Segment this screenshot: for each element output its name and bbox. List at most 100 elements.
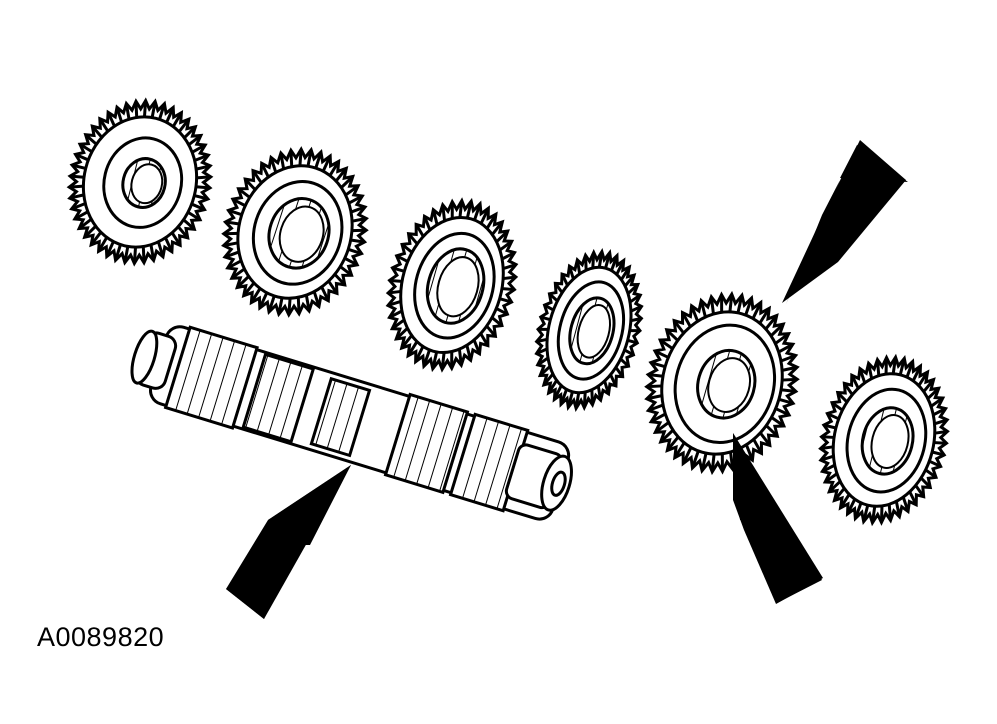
gear-1-tooth-line [123, 246, 130, 263]
gear-2-tooth-line [312, 291, 321, 307]
gear-5-tooth-line [666, 329, 679, 342]
gear-3-tooth-line [401, 243, 413, 254]
gear-2-tooth-line [340, 175, 354, 189]
gear-6-tooth-line [917, 372, 929, 387]
gear-6-tooth-line [850, 375, 860, 389]
gear-5 [644, 290, 800, 476]
gear-1-tooth-line [141, 246, 146, 262]
gear-5-bore-inner [707, 357, 751, 413]
gear-2-tooth-line [289, 151, 294, 167]
gear-5-tooth-line [647, 394, 663, 401]
gear-4-tooth-line [568, 266, 575, 280]
gear-2-tooth-line [320, 286, 330, 301]
gear-5-tooth-line [728, 294, 734, 313]
gear-2-tooth-line [252, 170, 263, 184]
gear-6-tooth-line [911, 366, 922, 382]
shaft-spline-4 [383, 392, 470, 495]
gear-6-tooth-line [898, 358, 906, 376]
arrow-bottom-right [733, 433, 823, 604]
gear-2-tooth-line [277, 297, 284, 314]
gear-4-tooth-line [553, 384, 563, 400]
gear-1-tooth-line [156, 241, 165, 257]
gear-2-tooth-line [347, 247, 362, 255]
gear-4-tooth-line [540, 315, 551, 322]
gear-1-tooth-line [70, 174, 85, 179]
gear-3-tooth-line [450, 202, 454, 219]
gear-2 [221, 146, 369, 318]
gear-1-tooth-line [132, 246, 138, 263]
gear-5-tooth-line [648, 373, 664, 378]
gear-3-tooth-line [432, 210, 439, 226]
gear-2-tooth-line [244, 178, 257, 191]
gear-2-tooth-line [321, 156, 332, 172]
gear-5-tooth-line [780, 354, 796, 363]
gear-5-tooth-line [751, 302, 762, 320]
gear-3-tooth-line [457, 348, 463, 365]
gear-1-tooth-line [195, 164, 210, 171]
gear-3-tooth-line [415, 224, 425, 238]
gear-2-tooth-line [225, 220, 240, 226]
gear-5-tooth-line [774, 332, 789, 345]
gear-4-tooth-line [623, 348, 634, 356]
shaft-spline-3 [309, 376, 372, 458]
gear-6-tooth-line [932, 407, 946, 417]
gear-1-tooth-line [134, 102, 139, 118]
gear-3-tooth-line [391, 318, 405, 330]
gear-5-tooth-line [659, 339, 674, 350]
gear-1-tooth-line [149, 244, 155, 260]
gear-5-tooth-line [782, 377, 797, 382]
gear-2-tooth-line [344, 185, 359, 197]
gear-3-tooth-line [485, 214, 497, 230]
gear-2-tooth-line [351, 228, 366, 233]
gear-4-tooth-line [615, 260, 625, 276]
gear-1-tooth-line [191, 144, 206, 154]
gear-6-tooth-line [846, 498, 857, 514]
gear-4-tooth-line [630, 305, 642, 313]
gear-6-tooth-line [934, 418, 947, 426]
gear-5-tooth-line [710, 453, 716, 472]
gear-6 [818, 353, 950, 527]
gear-4-tooth-line [576, 260, 582, 275]
gear-3-tooth-line [390, 278, 403, 283]
gear-1-tooth-line [115, 107, 124, 123]
gear-4-tooth-line [538, 327, 549, 331]
gear-4-tooth-line [554, 282, 564, 294]
gear-1-tooth-line [71, 202, 86, 211]
gear-2-tooth-line [328, 161, 340, 177]
gear-3-tooth-line [499, 240, 513, 252]
gear-6-tooth-line [924, 468, 937, 479]
gear-2-tooth-line [225, 250, 240, 259]
gear-2-tooth-line [351, 217, 366, 223]
gear-6-tooth-line [821, 454, 834, 462]
gear-5-tooth-line [744, 444, 754, 460]
gear-3-tooth-line [431, 351, 439, 369]
gear-3-tooth-line [389, 309, 403, 319]
gear-4-tooth-line [627, 283, 639, 295]
gear-4-tooth-line [604, 253, 611, 269]
gear-2-tooth-line [327, 280, 338, 294]
gear-5-tooth-line [651, 412, 667, 423]
gear-5-tooth-line [720, 453, 724, 471]
gear-3-tooth-line [388, 289, 402, 295]
gear-1-tooth-line [191, 202, 205, 211]
gear-2-tooth-line [287, 298, 292, 315]
gear-3-tooth-line [401, 334, 413, 349]
gear-6-tooth-line [867, 363, 874, 379]
gear-6-tooth-line [833, 487, 846, 501]
gear-5-tooth-line [691, 450, 700, 468]
gear-5-tooth-line [700, 301, 707, 318]
gear-5-tooth-line [758, 308, 770, 325]
gear-5-tooth-line [765, 424, 778, 437]
gear-5-tooth-line [752, 438, 763, 454]
gear-1-tooth-line [70, 193, 85, 200]
gear-5-tooth-line [690, 306, 700, 322]
gear-2-tooth-line [228, 209, 243, 217]
gear-3-tooth-line [479, 208, 490, 225]
gear-6-tooth-line [891, 357, 897, 374]
gear-5-tooth-line [666, 435, 680, 451]
gear-6-tooth-line [905, 361, 914, 378]
gear-5-tooth-line [648, 403, 664, 412]
gear-6-tooth-line [824, 423, 837, 430]
gear-3-tooth-line [501, 287, 514, 292]
